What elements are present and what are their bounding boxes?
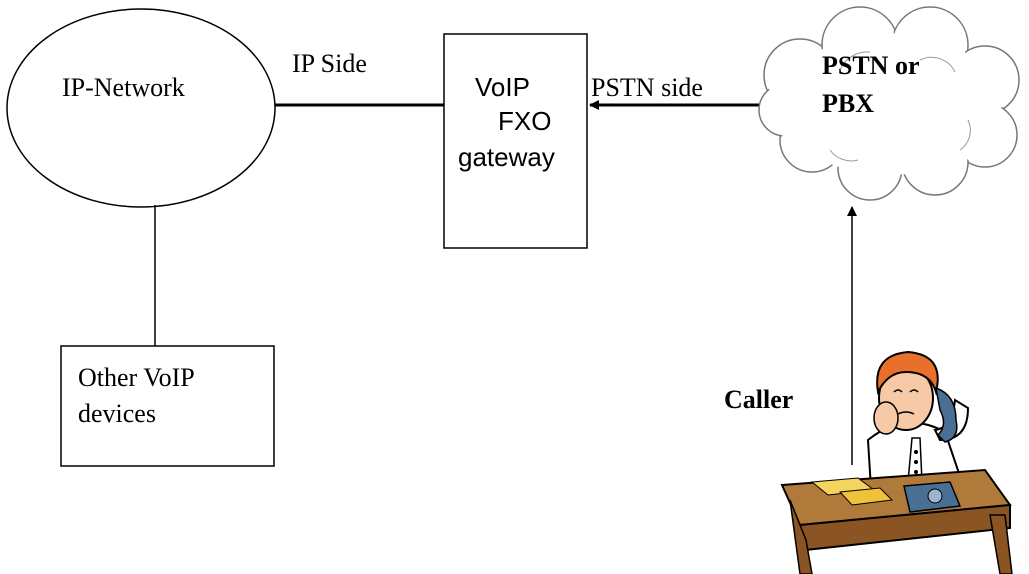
caller-label: Caller xyxy=(724,385,793,414)
pstn-label-line2: PBX xyxy=(822,89,874,118)
pstn-side-label: PSTN side xyxy=(591,73,703,102)
gateway-label-line3: gateway xyxy=(458,142,555,172)
person-on-phone-icon xyxy=(780,350,1013,574)
gateway-box xyxy=(443,33,588,249)
ip-network-node: IP-Network xyxy=(6,8,276,208)
pstn-label-line1: PSTN or xyxy=(822,51,920,80)
ip-side-label: IP Side xyxy=(292,49,367,78)
gateway-node: VoIP FXO gateway xyxy=(443,33,588,249)
other-devices-node: Other VoIP devices xyxy=(60,345,275,467)
gateway-label-line1: VoIP xyxy=(475,72,530,102)
other-devices-label-line2: devices xyxy=(78,399,156,428)
other-devices-box xyxy=(60,345,275,467)
ip-network-label: IP-Network xyxy=(62,73,185,102)
ip-network-ellipse xyxy=(6,8,276,208)
other-devices-label-line1: Other VoIP xyxy=(78,363,195,392)
cloud-icon xyxy=(758,6,1020,201)
gateway-label-line2: FXO xyxy=(498,106,551,136)
